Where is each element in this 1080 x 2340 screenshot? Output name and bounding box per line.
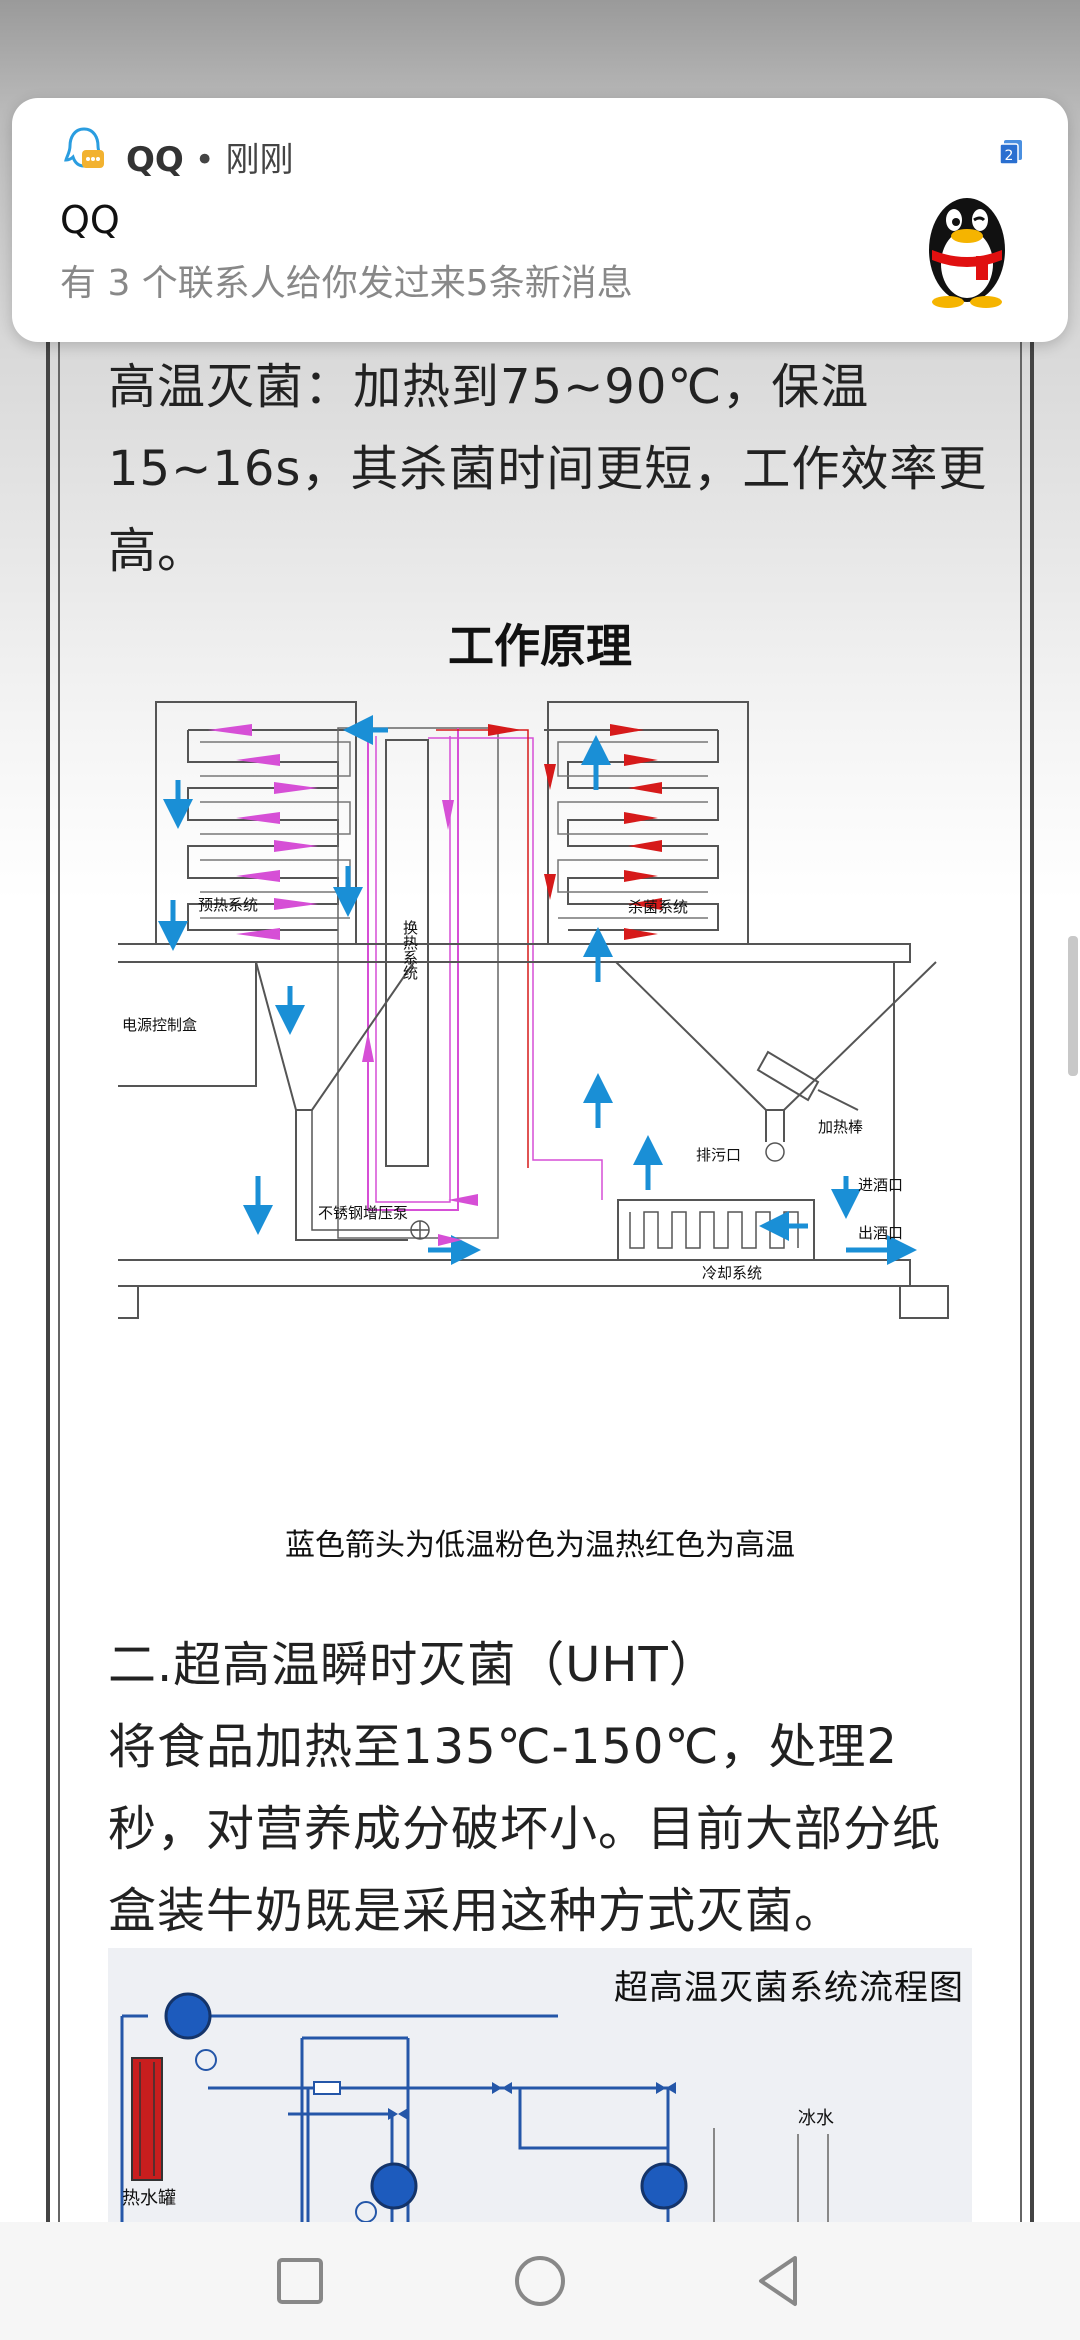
notification-app-name: QQ	[126, 140, 184, 180]
qq-notification[interactable]: QQ • 刚刚 2 QQ 有 3 个联系人给你发过来5条新消息	[12, 98, 1068, 342]
notification-title: QQ	[60, 198, 120, 242]
label-drain-outlet: 排污口	[696, 1146, 741, 1164]
triangle-back-icon[interactable]	[747, 2248, 813, 2314]
label-wine-outlet: 出酒口	[858, 1224, 903, 1242]
notification-body: 有 3 个联系人给你发过来5条新消息	[60, 263, 633, 304]
notification-count-badge-icon: 2	[999, 140, 1022, 165]
uht-flowchart-graphic: 热水罐 冰水	[120, 1992, 834, 2230]
label-wine-inlet: 进酒口	[858, 1176, 903, 1194]
notification-separator: •	[194, 140, 215, 180]
page-scrollbar[interactable]	[1068, 936, 1078, 1076]
label-power-control-box: 电源控制盒	[122, 1016, 197, 1034]
article-frame-inner	[58, 300, 1022, 2230]
label-preheat-system: 预热系统	[198, 896, 258, 914]
uht-label-ice-water: 冰水	[798, 2108, 834, 2129]
circle-home-icon[interactable]	[507, 2248, 573, 2314]
article-paragraph-uht: 将食品加热至135℃-150℃，处理2秒，对营养成分破坏小。目前大部分纸盒装牛奶…	[108, 1719, 942, 1939]
figure-title: 工作原理	[448, 619, 632, 673]
article-paragraph-high-temp: 高温灭菌：加热到75~90℃，保温15~16s，其杀菌时间更短，工作效率更高。	[108, 359, 988, 579]
system-navigation-bar	[0, 2222, 1080, 2340]
article-frame-outer	[46, 300, 1034, 2230]
square-recent-icon[interactable]	[267, 2248, 333, 2314]
qq-bubble-icon	[64, 127, 104, 168]
notification-app-line: QQ • 刚刚	[126, 132, 294, 181]
uht-flowchart-image: 超高温灭菌系统流程图 热水罐 冰水	[108, 1948, 972, 2230]
label-booster-pump: 不锈钢增压泵	[318, 1204, 408, 1222]
uht-label-hot-water-tank: 热水罐	[122, 2188, 176, 2209]
qq-penguin-icon	[929, 198, 1005, 308]
section-title-uht: 二.超高温瞬时灭菌（UHT）	[108, 1637, 718, 1693]
working-principle-diagram: 预热系统 杀菌系统 换热系统 电源控制盒 加热棒 排污口 进酒口 出酒口 不锈钢…	[118, 701, 949, 1319]
notification-time: 刚刚	[225, 140, 294, 180]
label-sterilize-system: 杀菌系统	[628, 898, 688, 916]
label-heating-rod: 加热棒	[818, 1118, 863, 1136]
uht-flowchart-title: 超高温灭菌系统流程图	[614, 1968, 964, 2008]
label-heat-exchange-system: 换热系统	[401, 920, 419, 981]
label-cooling-system: 冷却系统	[702, 1264, 762, 1282]
figure-caption: 蓝色箭头为低温粉色为温热红色为高温	[285, 1528, 795, 1563]
notification-badge-count: 2	[1005, 148, 1014, 164]
